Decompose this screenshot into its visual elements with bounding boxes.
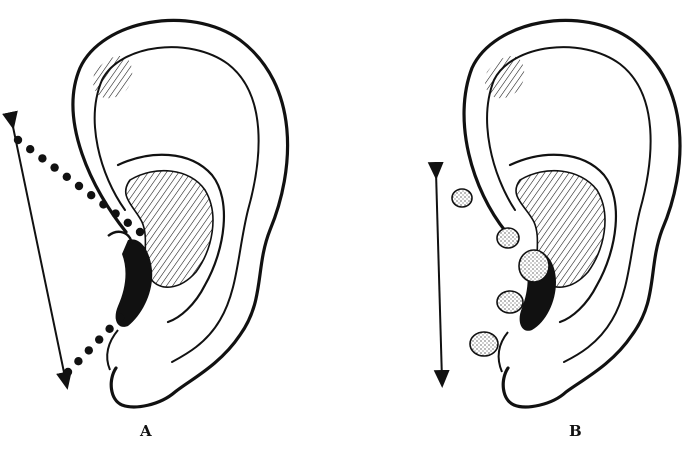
- bead-a: [14, 136, 22, 144]
- bead-a: [75, 182, 83, 190]
- bead-a: [50, 163, 58, 171]
- bead-a: [64, 368, 72, 376]
- bead-a: [26, 145, 34, 153]
- bead-b: [497, 228, 519, 248]
- bead-a: [63, 173, 71, 181]
- ear-a-lobe: [107, 330, 118, 370]
- bead-a: [99, 200, 107, 208]
- bead-a: [105, 325, 113, 333]
- bead-b: [452, 189, 472, 207]
- bead-a: [74, 357, 82, 365]
- bead-a: [116, 314, 124, 322]
- ear-panel-b: [436, 20, 680, 407]
- bead-b: [497, 291, 523, 313]
- panel-label-b: B: [569, 424, 582, 439]
- bead-b: [519, 250, 549, 282]
- bead-a: [95, 335, 103, 343]
- ear-panel-a: [12, 20, 288, 407]
- ear-b-lobe: [499, 332, 508, 372]
- ear-a-canal: [116, 239, 153, 327]
- panel-label-a: A: [140, 424, 152, 439]
- bead-a: [38, 154, 46, 162]
- bead-a: [111, 209, 119, 217]
- bead-a: [124, 219, 132, 227]
- ear-a-needle-line: [12, 122, 66, 382]
- bead-a: [87, 191, 95, 199]
- ear-a-fossa: [93, 56, 132, 98]
- bead-b: [470, 332, 498, 356]
- ear-b-fossa: [485, 56, 524, 98]
- bead-a: [136, 228, 144, 236]
- ear-b-needle-line: [436, 172, 442, 380]
- bead-a: [85, 346, 93, 354]
